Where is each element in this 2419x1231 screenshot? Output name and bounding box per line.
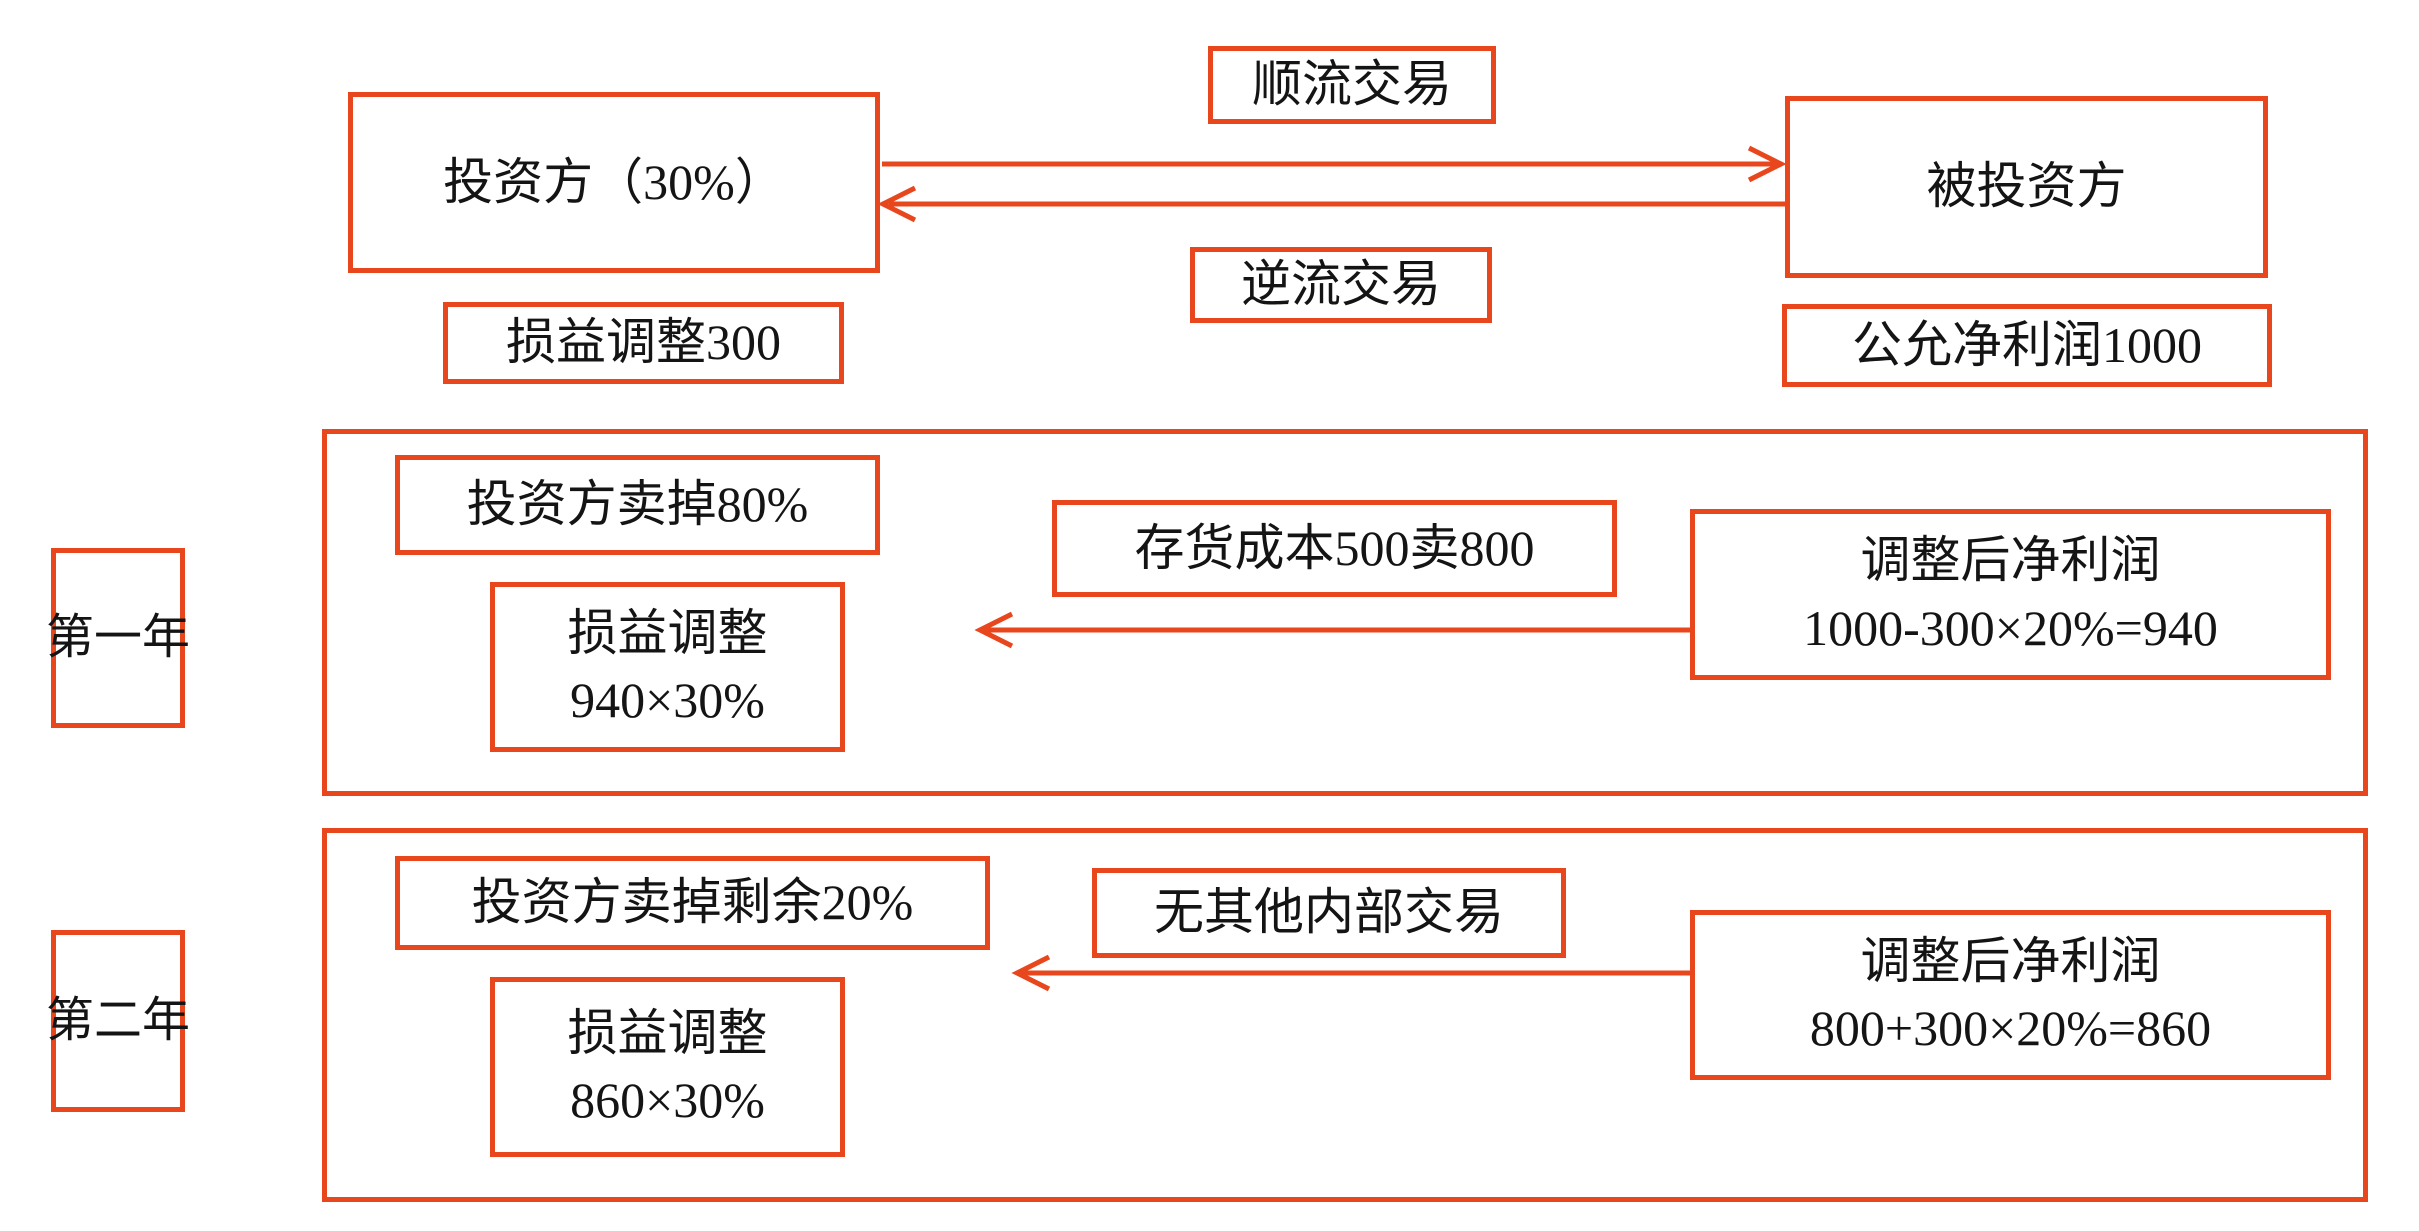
upstream-arrow (877, 185, 1785, 223)
year2-row-label-box: 第二年 (46, 930, 190, 1112)
investor-label: 投资方（30%） (443, 153, 785, 210)
year2-profit-adjustment-line2: 860×30% (570, 1072, 765, 1128)
upstream-transaction-label-box: 逆流交易 (1190, 247, 1492, 323)
year2-adjusted-net-profit-box: 调整后净利润 800+300×20%=860 (1690, 910, 2331, 1080)
year1-transaction-box: 存货成本500卖800 (1052, 500, 1617, 597)
year1-profit-adjustment-box: 损益调整 940×30% (490, 582, 845, 752)
year2-adjusted-net-profit-line1: 调整后净利润 (1860, 932, 2161, 989)
year1-adjusted-net-profit-line2: 1000-300×20%=940 (1803, 599, 2218, 656)
investee-box: 被投资方 (1785, 96, 2268, 278)
year2-transaction-label: 无其他内部交易 (1154, 884, 1504, 941)
downstream-transaction-label: 顺流交易 (1252, 56, 1452, 113)
year1-adjusted-net-profit-box: 调整后净利润 1000-300×20%=940 (1690, 509, 2331, 680)
year1-row-label-box: 第一年 (46, 548, 190, 728)
downstream-transaction-label-box: 顺流交易 (1208, 46, 1496, 124)
upstream-transaction-label: 逆流交易 (1241, 256, 1441, 313)
year2-transaction-box: 无其他内部交易 (1092, 868, 1566, 958)
year1-sell-label: 投资方卖掉80% (466, 476, 809, 533)
year1-outer-box (322, 429, 2368, 796)
year2-sell-box: 投资方卖掉剩余20% (395, 856, 990, 950)
year2-profit-adjustment-line1: 损益调整 (567, 1004, 768, 1061)
investor-box: 投资方（30%） (348, 92, 880, 273)
year2-outer-box (322, 828, 2368, 1202)
investor-profit-adjustment-box: 损益调整300 (443, 302, 844, 384)
investee-label: 被投资方 (1926, 158, 2127, 215)
investee-fair-net-profit-box: 公允净利润1000 (1782, 304, 2272, 387)
investor-profit-adjustment-label: 损益调整300 (506, 314, 781, 371)
year2-profit-adjustment-box: 损益调整 860×30% (490, 977, 845, 1157)
year2-row-label: 第二年 (46, 993, 191, 1047)
year1-adjusted-net-profit-line1: 调整后净利润 (1860, 532, 2161, 588)
year1-profit-adjustment-line1: 损益调整 (567, 604, 768, 661)
year1-row-label: 第一年 (46, 610, 191, 664)
year2-sell-label: 投资方卖掉剩余20% (471, 874, 914, 931)
downstream-arrow (882, 145, 1787, 183)
year1-profit-adjustment-line2: 940×30% (570, 672, 765, 728)
investee-fair-net-profit-label: 公允净利润1000 (1852, 316, 2202, 373)
year1-transaction-label: 存货成本500卖800 (1134, 519, 1535, 576)
year1-sell-box: 投资方卖掉80% (395, 455, 880, 555)
year2-adjusted-net-profit-line2: 800+300×20%=860 (1809, 1000, 2212, 1056)
